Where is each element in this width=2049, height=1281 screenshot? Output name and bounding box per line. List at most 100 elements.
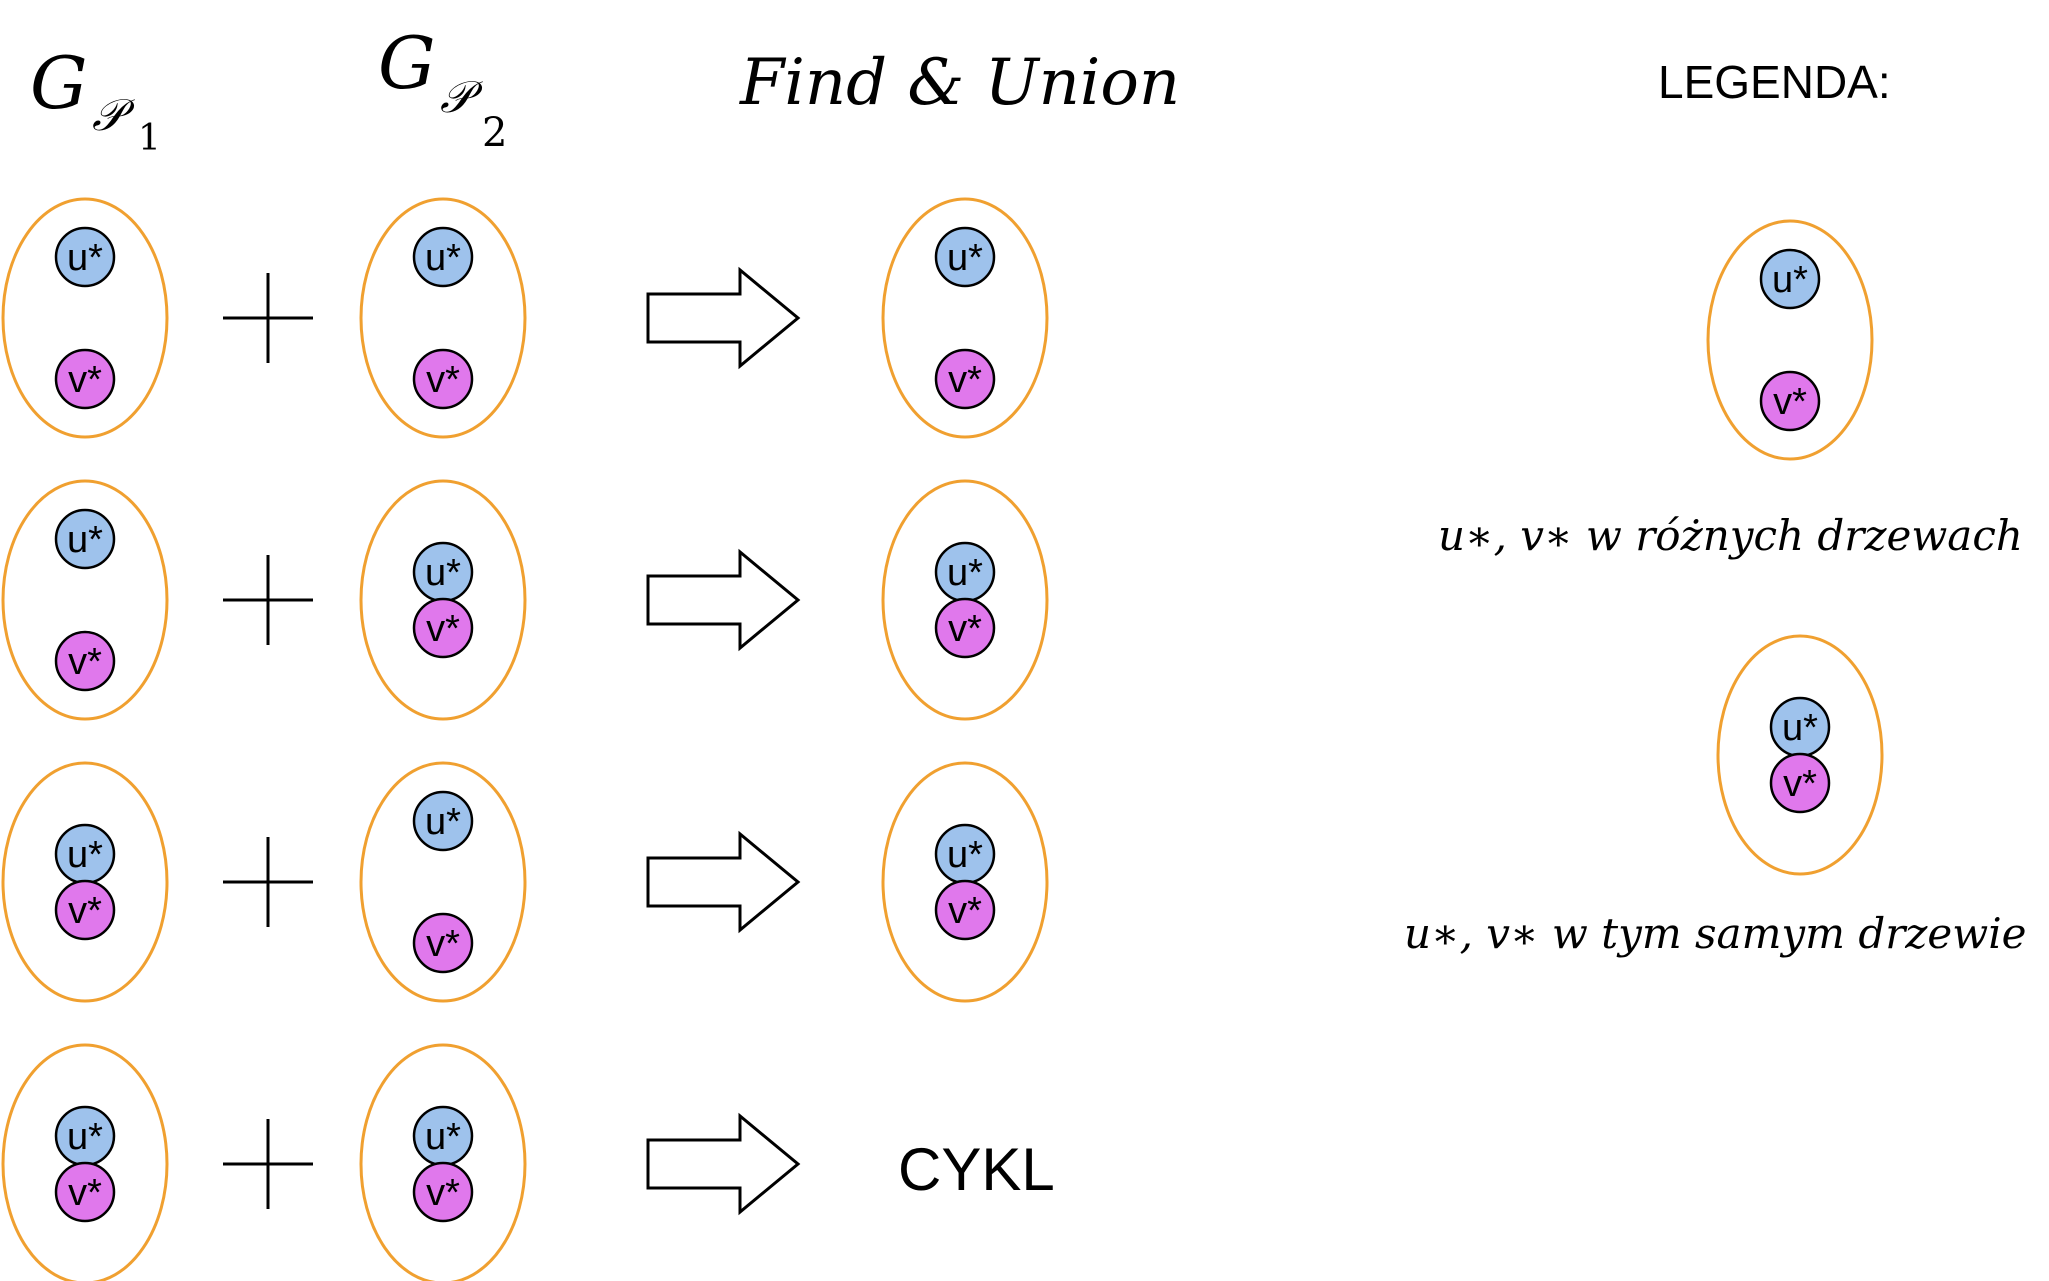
legend-layer: u* v* u* v* bbox=[1706, 219, 1884, 876]
row-1: u* v* u* v* u* v* bbox=[1, 197, 1049, 439]
tree-right: u*v* bbox=[359, 761, 527, 1003]
v-node: v* bbox=[412, 348, 474, 410]
v-node: v* bbox=[54, 630, 116, 692]
v-node-label: v* bbox=[426, 923, 460, 965]
v-node-label: v* bbox=[948, 608, 982, 650]
u-node-label: u* bbox=[67, 1116, 103, 1158]
v-node: v* bbox=[1769, 752, 1831, 814]
result-arrow bbox=[646, 266, 801, 370]
u-node: u* bbox=[1759, 248, 1821, 310]
v-node: v* bbox=[934, 348, 996, 410]
v-node-circle bbox=[934, 597, 996, 659]
legend-tree-separate: u* v* bbox=[1706, 219, 1874, 461]
tree-left: u* v* bbox=[1, 761, 169, 1003]
row-4: u*v*u*v*CYKL bbox=[1, 1043, 1055, 1281]
tree-ellipse bbox=[359, 761, 527, 1003]
result-arrow bbox=[646, 830, 801, 934]
tree-ellipse bbox=[1706, 219, 1874, 461]
tree-right: u* v* bbox=[359, 197, 527, 439]
v-node: v* bbox=[54, 879, 116, 941]
v-node-label: v* bbox=[68, 1172, 102, 1214]
u-node-label: u* bbox=[947, 834, 983, 876]
v-node-circle bbox=[934, 879, 996, 941]
u-node: u* bbox=[934, 226, 996, 288]
plus-sign bbox=[223, 837, 313, 927]
u-node: u* bbox=[54, 823, 116, 885]
g2-letter: G bbox=[378, 21, 436, 105]
u-node: u* bbox=[54, 508, 116, 570]
header-g2: G 𝒫 2 bbox=[378, 21, 507, 156]
u-node-label: u* bbox=[67, 237, 103, 279]
plus-sign bbox=[223, 555, 313, 645]
u-node: u* bbox=[934, 541, 996, 603]
result-arrow bbox=[646, 1112, 801, 1216]
v-node: v* bbox=[934, 879, 996, 941]
row-3: u*v*u*v*u*v* bbox=[1, 761, 1049, 1003]
u-node: u* bbox=[412, 1105, 474, 1167]
v-node-label: v* bbox=[948, 890, 982, 932]
v-node-label: v* bbox=[426, 608, 460, 650]
u-node: u* bbox=[934, 823, 996, 885]
header-g1: G 𝒫 1 bbox=[30, 41, 161, 159]
result-arrow bbox=[646, 548, 801, 652]
tree-ellipse bbox=[881, 479, 1049, 721]
g1-letter: G bbox=[30, 41, 88, 125]
tree-ellipse bbox=[359, 479, 527, 721]
find-union-title: Find & Union bbox=[739, 46, 1180, 120]
tree-left: u* v* bbox=[1, 197, 169, 439]
v-node-circle bbox=[54, 1161, 116, 1223]
tree-ellipse bbox=[359, 197, 527, 439]
v-node: v* bbox=[54, 348, 116, 410]
u-node: u* bbox=[54, 226, 116, 288]
u-node-label: u* bbox=[947, 237, 983, 279]
cycle-label: CYKL bbox=[898, 1136, 1055, 1203]
tree-ellipse bbox=[881, 761, 1049, 1003]
u-node-label: u* bbox=[425, 552, 461, 594]
tree-ellipse bbox=[1, 197, 169, 439]
v-node-circle bbox=[934, 348, 996, 410]
u-node: u* bbox=[54, 1105, 116, 1167]
tree-result: u* v* bbox=[881, 761, 1049, 1003]
v-node-label: v* bbox=[1783, 763, 1817, 805]
g2-subscript-index: 2 bbox=[482, 110, 507, 156]
tree-left: u* v* bbox=[1, 1043, 169, 1281]
u-node: u* bbox=[412, 226, 474, 288]
v-node-label: v* bbox=[68, 890, 102, 932]
u-node-circle bbox=[412, 226, 474, 288]
tree-right: u*v* bbox=[359, 1043, 527, 1281]
u-node-circle bbox=[54, 508, 116, 570]
legend-title: LEGENDA: bbox=[1658, 56, 1891, 108]
g1-subscript-index: 1 bbox=[138, 118, 161, 159]
tree-result: u* v* bbox=[881, 479, 1049, 721]
u-node-label: u* bbox=[67, 519, 103, 561]
legend-caption-different: u∗, v∗ w różnych drzewach bbox=[1438, 511, 2023, 560]
u-node-circle bbox=[934, 226, 996, 288]
v-node-circle bbox=[1759, 370, 1821, 432]
v-node: v* bbox=[54, 1161, 116, 1223]
rows-layer: u*v*u*v*u*v*u*v*u*v*u*v*u*v*u*v*u*v*u*v*… bbox=[1, 197, 1055, 1281]
v-node-circle bbox=[54, 630, 116, 692]
u-node-label: u* bbox=[425, 1116, 461, 1158]
v-node: v* bbox=[412, 1161, 474, 1223]
v-node-label: v* bbox=[1773, 381, 1807, 423]
u-node: u* bbox=[1769, 696, 1831, 758]
v-node: v* bbox=[412, 912, 474, 974]
v-node-label: v* bbox=[68, 359, 102, 401]
tree-ellipse bbox=[1716, 634, 1884, 876]
v-node: v* bbox=[934, 597, 996, 659]
v-node-circle bbox=[412, 912, 474, 974]
v-node: v* bbox=[1759, 370, 1821, 432]
tree-right: u* v* bbox=[359, 479, 527, 721]
u-node: u* bbox=[412, 541, 474, 603]
legend-caption-same: u∗, v∗ w tym samym drzewie bbox=[1404, 909, 2027, 958]
plus-sign bbox=[223, 273, 313, 363]
u-node-label: u* bbox=[947, 552, 983, 594]
tree-left: u* v* bbox=[1, 479, 169, 721]
plus-sign bbox=[223, 1119, 313, 1209]
v-node-label: v* bbox=[426, 359, 460, 401]
row-2: u* v* u* v* u* v* bbox=[1, 479, 1049, 721]
u-node-label: u* bbox=[1782, 707, 1818, 749]
tree-result: u* v* bbox=[881, 197, 1049, 439]
tree-ellipse bbox=[359, 1043, 527, 1281]
